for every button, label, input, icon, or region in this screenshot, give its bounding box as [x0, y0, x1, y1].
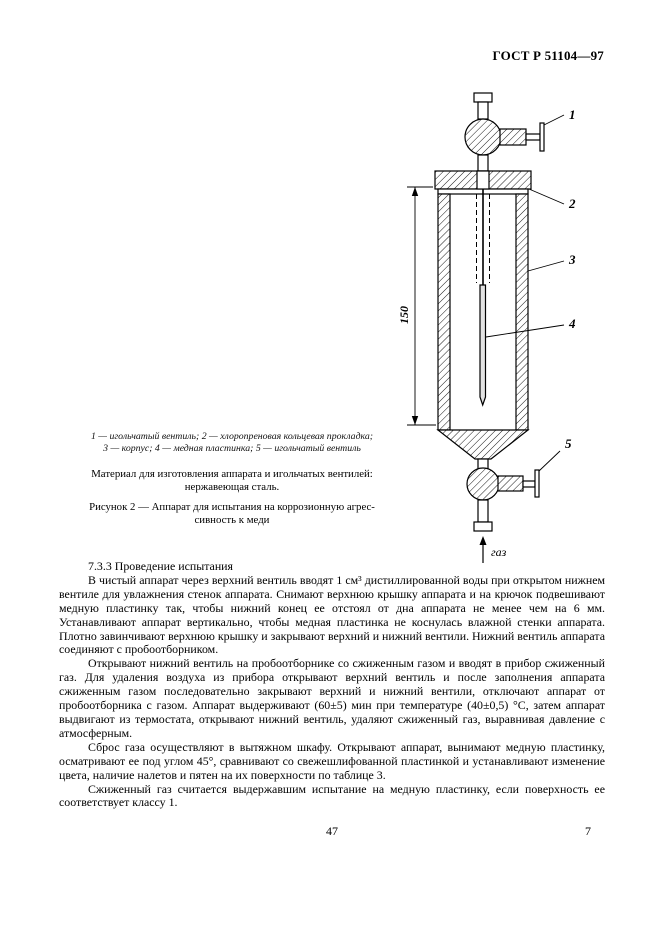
copper-plate [479, 284, 487, 407]
paragraph-4: Сжиженный газ считается выдержавшим испы… [59, 781, 605, 810]
top-valve-body [464, 118, 502, 156]
gas-arrow-head [479, 536, 487, 545]
page-footer: 47 7 [59, 824, 605, 840]
page-number-right: 7 [585, 824, 591, 838]
material-line-1: Материал для изготовления аппарата и иго… [91, 468, 373, 480]
dim-arrow-top [411, 187, 419, 196]
top-cap [473, 92, 493, 103]
paragraph-2: Открывают нижний вентиль на пробоотборни… [59, 656, 605, 740]
doc-number: ГОСТ Р 51104—97 [492, 48, 604, 63]
flange-stem-slot [476, 170, 490, 190]
top-connector [477, 154, 489, 172]
dim-arrow-bottom [411, 416, 419, 425]
callout-3: 3 [568, 252, 576, 267]
figure-legend: 1 — игольчатый вентиль; 2 — хлоропренова… [60, 431, 404, 455]
figure-caption: Рисунок 2 — Аппарат для испытания на кор… [60, 501, 404, 527]
top-stem [477, 101, 489, 120]
callout-2: 2 [568, 196, 576, 211]
gas-label: газ [491, 545, 507, 559]
needle-valve-5-handle [534, 469, 540, 498]
leader-1 [543, 114, 565, 126]
leader-4 [485, 324, 565, 338]
bottom-cap [473, 521, 493, 532]
caption-line-1: Рисунок 2 — Аппарат для испытания на кор… [89, 501, 375, 513]
bottom-stem [477, 499, 489, 523]
needle-valve-1-handle [539, 122, 545, 152]
needle-valve-5 [497, 475, 524, 492]
callout-4: 4 [568, 316, 576, 331]
material-line-2: нержавеющая сталь. [184, 481, 280, 493]
leader-2 [528, 188, 565, 205]
legend-line-2: 3 — корпус; 4 — медная пластинка; 5 — иг… [103, 443, 361, 454]
section-heading: 7.3.3 Проведение испытания [88, 559, 234, 573]
body-wall-right [515, 193, 529, 431]
bottom-valve-body [466, 467, 500, 501]
figure-apparatus-diagram: 1 2 3 4 5 150 газ [388, 85, 603, 570]
needle-valve-1-stem [525, 133, 541, 141]
material-note: Материал для изготовления аппарата и иго… [60, 468, 404, 494]
needle-valve-1 [499, 128, 527, 146]
body-text: 7.3.3 Проведение испытания В чистый аппа… [59, 559, 606, 810]
caption-line-2: сивность к меди [194, 514, 270, 526]
dimension-150-label: 150 [397, 306, 411, 324]
legend-line-1: 1 — игольчатый вентиль; 2 — хлоропренова… [90, 431, 374, 442]
apparatus-drawing: 1 2 3 4 5 150 газ [397, 92, 576, 563]
bottom-cone [436, 429, 530, 460]
body-wall-left [437, 193, 451, 431]
leader-5 [538, 450, 561, 472]
page-number-center: 47 [326, 824, 338, 838]
callout-1: 1 [569, 107, 576, 122]
paragraph-1: В чистый аппарат через верхний вентиль в… [59, 572, 606, 657]
needle-valve-5-stem [522, 480, 536, 488]
leader-3 [527, 260, 565, 272]
paragraph-3: Сброс газа осуществляют в вытяжном шкафу… [59, 739, 605, 782]
callout-5: 5 [565, 436, 572, 451]
